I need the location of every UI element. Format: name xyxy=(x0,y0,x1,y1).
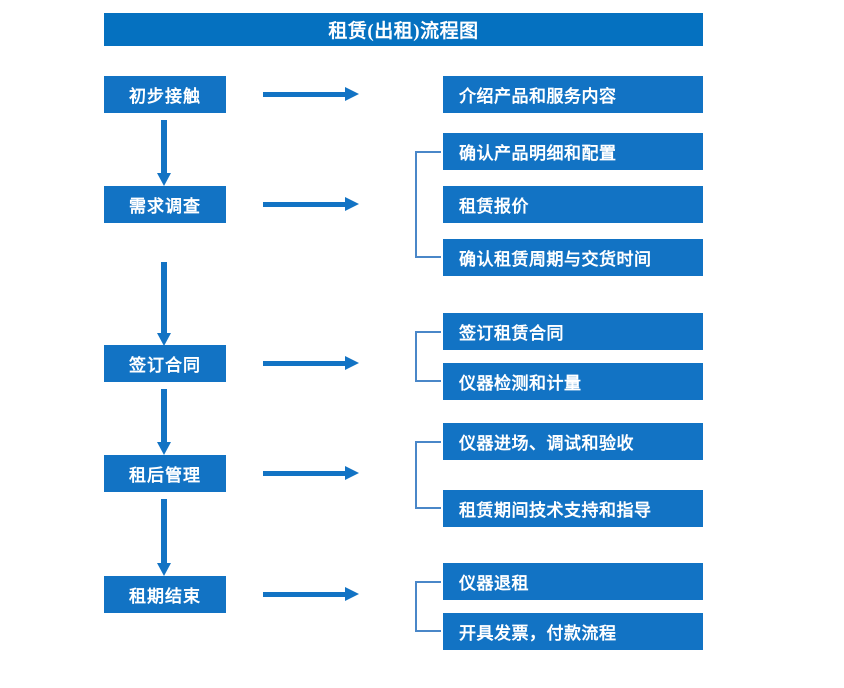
stage-box-needs-survey[interactable]: 需求调查 xyxy=(104,186,226,223)
detail-box-invoice-payment[interactable]: 开具发票，付款流程 xyxy=(443,613,703,650)
vertical-arrow-3 xyxy=(157,389,171,455)
arrow-shaft xyxy=(263,202,345,207)
arrow-head xyxy=(157,442,171,455)
horizontal-arrow-5 xyxy=(263,587,359,601)
horizontal-arrow-3 xyxy=(263,356,359,370)
arrow-shaft xyxy=(263,92,345,97)
horizontal-arrow-4 xyxy=(263,466,359,480)
detail-box-confirm-product-spec[interactable]: 确认产品明细和配置 xyxy=(443,133,703,170)
arrow-head xyxy=(345,197,359,211)
group-bracket-lease-end xyxy=(415,581,441,632)
detail-box-instrument-testing[interactable]: 仪器检测和计量 xyxy=(443,363,703,400)
group-bracket-needs-survey xyxy=(415,151,441,258)
stage-box-lease-end[interactable]: 租期结束 xyxy=(104,576,226,613)
stage-box-post-rental-mgmt[interactable]: 租后管理 xyxy=(104,455,226,492)
arrow-shaft xyxy=(161,262,167,333)
horizontal-arrow-1 xyxy=(263,87,359,101)
arrow-head xyxy=(157,563,171,576)
flowchart-title: 租赁(出租)流程图 xyxy=(104,13,703,46)
horizontal-arrow-2 xyxy=(263,197,359,211)
arrow-head xyxy=(345,356,359,370)
arrow-shaft xyxy=(263,592,345,597)
arrow-shaft xyxy=(263,361,345,366)
vertical-arrow-4 xyxy=(157,499,171,576)
arrow-shaft xyxy=(161,120,167,173)
detail-box-sign-lease-contract[interactable]: 签订租赁合同 xyxy=(443,313,703,350)
vertical-arrow-2 xyxy=(157,262,171,346)
arrow-shaft xyxy=(263,471,345,476)
arrow-head xyxy=(345,87,359,101)
arrow-head xyxy=(157,173,171,186)
detail-box-rental-quotation[interactable]: 租赁报价 xyxy=(443,186,703,223)
detail-box-instrument-delivery[interactable]: 仪器进场、调试和验收 xyxy=(443,423,703,460)
arrow-head xyxy=(345,587,359,601)
stage-box-initial-contact[interactable]: 初步接触 xyxy=(104,76,226,113)
arrow-head xyxy=(345,466,359,480)
detail-box-confirm-lease-period[interactable]: 确认租赁周期与交货时间 xyxy=(443,239,703,276)
arrow-shaft xyxy=(161,389,167,442)
stage-box-sign-contract[interactable]: 签订合同 xyxy=(104,345,226,382)
arrow-head xyxy=(157,333,171,346)
vertical-arrow-1 xyxy=(157,120,171,186)
arrow-shaft xyxy=(161,499,167,563)
group-bracket-sign-contract xyxy=(415,331,441,382)
detail-box-introduce-products[interactable]: 介绍产品和服务内容 xyxy=(443,76,703,113)
group-bracket-post-rental-mgmt xyxy=(415,441,441,509)
detail-box-instrument-return[interactable]: 仪器退租 xyxy=(443,563,703,600)
detail-box-technical-support[interactable]: 租赁期间技术支持和指导 xyxy=(443,490,703,527)
